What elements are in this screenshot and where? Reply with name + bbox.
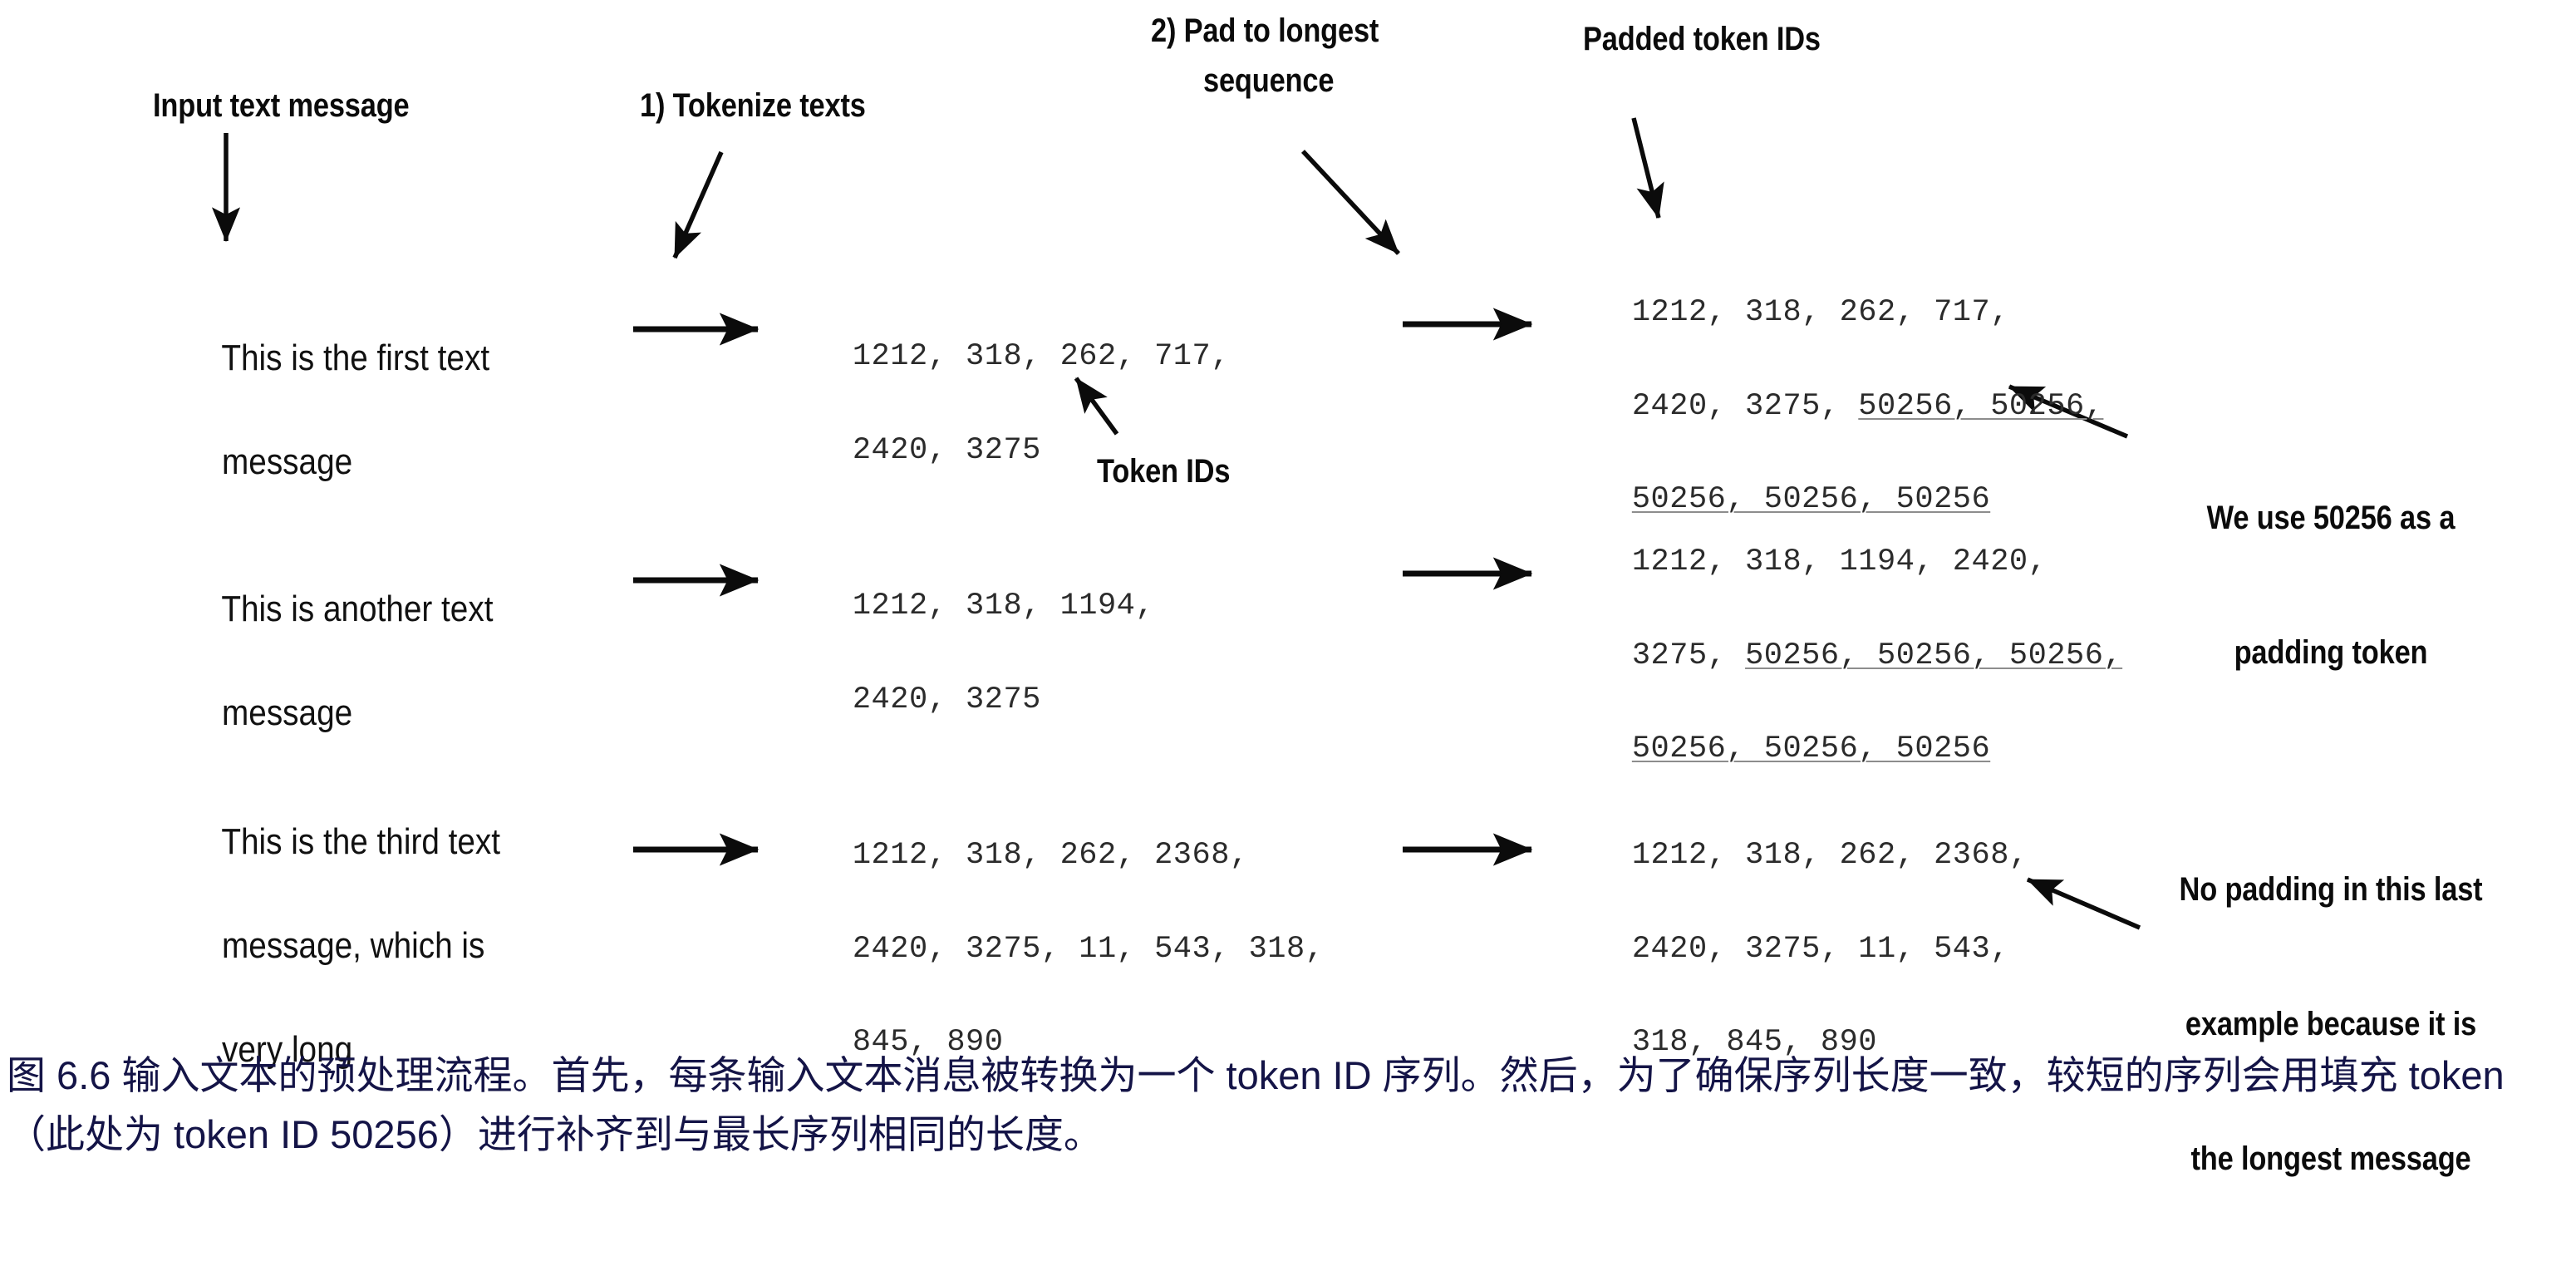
message-text-1: This is the first text message <box>186 281 489 540</box>
padded-token-ids-block-1: 1212, 318, 262, 717, 2420, 3275, 50256, … <box>1556 243 2103 570</box>
message-text-1-line-1: This is the first text <box>221 337 490 379</box>
token-ids-block-2: 1212, 318, 1194, 2420, 3275 <box>777 536 1154 770</box>
padded-ids-3-line-2: 2420, 3275, 11, 543, <box>1631 931 2009 967</box>
label-pad-to-longest-sequence-line2: sequence <box>1203 62 1335 99</box>
note-no-padding-line-2: example because it is <box>2185 1006 2477 1042</box>
padded-ids-1-line-1: 1212, 318, 262, 717, <box>1631 295 2009 331</box>
message-text-2-line-1: This is another text <box>221 589 494 630</box>
arrow-no-padding-note <box>2026 877 2141 930</box>
token-ids-2-line-1: 1212, 318, 1194, <box>852 589 1155 624</box>
message-text-3-line-1: This is the third text <box>221 821 501 863</box>
padded-ids-3-line-3: 318, 845, 890 <box>1631 1025 1877 1061</box>
token-ids-2-line-2: 2420, 3275 <box>852 682 1041 717</box>
label-input-text-message: Input text message <box>153 87 410 124</box>
token-ids-3-line-1: 1212, 318, 262, 2368, <box>852 838 1249 874</box>
token-ids-3-line-3: 845, 890 <box>852 1025 1004 1061</box>
token-ids-1-line-2: 2420, 3275 <box>852 432 1041 468</box>
arrow-padded-token-ids <box>1631 117 1664 219</box>
message-text-2-line-2: message <box>222 692 353 734</box>
message-text-3-line-3: very long <box>222 1029 353 1071</box>
label-tokenize-texts: 1) Tokenize texts <box>640 87 866 124</box>
note-no-padding-line-3: the longest message <box>2190 1140 2471 1177</box>
padded-ids-1-line-3-pad: 50256, 50256, 50256 <box>1631 482 1991 518</box>
message-text-3-line-2: message, which is <box>222 925 485 967</box>
note-no-padding: No padding in this last example because … <box>2145 777 2516 1271</box>
note-no-padding-line-1: No padding in this last <box>2179 871 2483 908</box>
padded-ids-3-line-1: 1212, 318, 262, 2368, <box>1631 838 2028 874</box>
note-padding-token: We use 50256 as a padding token <box>2152 406 2510 765</box>
label-token-ids: Token IDs <box>1097 453 1231 490</box>
padded-ids-2-line-3-pad: 50256, 50256, 50256 <box>1631 732 1991 767</box>
message-text-3: This is the third text message, which is… <box>186 765 500 1128</box>
padded-token-ids-block-2: 1212, 318, 1194, 2420, 3275, 50256, 5025… <box>1556 492 2122 820</box>
message-text-2: This is another text message <box>186 532 493 791</box>
message-text-1-line-2: message <box>222 441 353 483</box>
token-ids-block-1: 1212, 318, 262, 717, 2420, 3275 <box>777 287 1230 520</box>
arrow-pad-to-longest-sequence <box>1300 150 1401 255</box>
padded-ids-2-line-2-plain: 3275, <box>1631 638 1746 673</box>
padded-ids-1-line-2-pad: 50256, 50256, <box>1858 388 2104 424</box>
token-ids-3-line-2: 2420, 3275, 11, 543, 318, <box>852 931 1325 967</box>
arrow-tokenize-texts <box>672 150 724 259</box>
token-ids-block-3: 1212, 318, 262, 2368, 2420, 3275, 11, 54… <box>777 786 1324 1113</box>
token-ids-1-line-1: 1212, 318, 262, 717, <box>852 339 1230 375</box>
padded-token-ids-block-3: 1212, 318, 262, 2368, 2420, 3275, 11, 54… <box>1556 786 2028 1113</box>
label-pad-to-longest-sequence-line1: 2) Pad to longest <box>1151 12 1379 49</box>
figure-caption: 图 6.6 输入文本的预处理流程。首先，每条输入文本消息被转换为一个 token… <box>7 1053 2505 1157</box>
figure-canvas: Input text message 1) Tokenize texts 2) … <box>7 12 2510 1177</box>
note-padding-token-line-1: We use 50256 as a <box>2206 500 2456 536</box>
padded-ids-1-line-2-plain: 2420, 3275, <box>1631 388 1859 424</box>
label-padded-token-ids: Padded token IDs <box>1583 21 1821 57</box>
padded-ids-2-line-1: 1212, 318, 1194, 2420, <box>1631 544 2048 580</box>
padded-ids-2-line-2-pad: 50256, 50256, 50256, <box>1745 638 2123 673</box>
note-padding-token-line-2: padding token <box>2234 634 2428 671</box>
